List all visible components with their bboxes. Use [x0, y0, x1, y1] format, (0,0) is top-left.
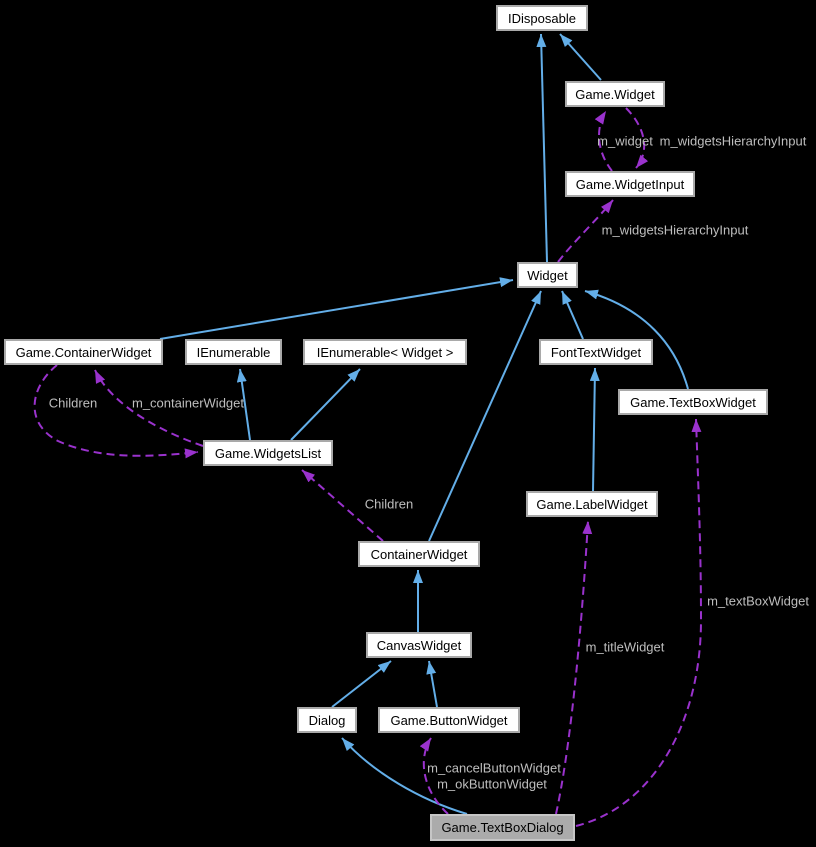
edge-children-mid [301, 469, 384, 542]
node-game-widgetinput[interactable]: Game.WidgetInput [565, 171, 695, 197]
node-game-textboxdialog[interactable]: Game.TextBoxDialog [430, 814, 575, 841]
edge-gamewidget-idisposable [559, 33, 602, 81]
edge-label-m-widgetshierarchyinput-top: m_widgetsHierarchyInput [659, 133, 807, 149]
edge-containerwidget-widget [428, 290, 542, 542]
edge-children-left [33, 364, 199, 459]
node-widget[interactable]: Widget [517, 262, 578, 288]
edge-gamewidgetslist-ienumerablewidget [290, 368, 361, 441]
edge-label-m-okbuttonwidget: m_okButtonWidget [437, 776, 547, 792]
node-game-widget[interactable]: Game.Widget [565, 81, 665, 107]
node-game-labelwidget[interactable]: Game.LabelWidget [526, 491, 658, 517]
edge-label-m-widget: m_widget [597, 133, 653, 149]
edge-dialog-canvaswidget [331, 660, 392, 708]
node-game-widgetslist[interactable]: Game.WidgetsList [203, 440, 333, 466]
node-ienumerable[interactable]: IEnumerable [185, 339, 282, 365]
edge-fonttextwidget-widget [561, 290, 584, 340]
edge-label-m-textboxwidget: m_textBoxWidget [707, 593, 809, 609]
edge-label-m-widgetshierarchyinput-mid: m_widgetsHierarchyInput [601, 222, 749, 238]
edge-mtitlewidget [555, 520, 593, 815]
edge-mcontainerwidget [94, 369, 204, 447]
edge-gametextboxwidget-widget [584, 289, 689, 390]
node-game-textboxwidget[interactable]: Game.TextBoxWidget [618, 389, 768, 415]
node-containerwidget[interactable]: ContainerWidget [358, 541, 480, 567]
node-idisposable[interactable]: IDisposable [496, 5, 588, 31]
edge-gamebuttonwidget-canvaswidget [426, 660, 438, 708]
node-game-containerwidget[interactable]: Game.ContainerWidget [4, 339, 163, 365]
node-canvaswidget[interactable]: CanvasWidget [366, 632, 472, 658]
edge-mbuttonwidgets [419, 737, 449, 815]
edge-mwidgetshierarchyinput-top [625, 107, 649, 169]
node-ienumerable-widget[interactable]: IEnumerable< Widget > [303, 339, 467, 365]
edge-gamewidgetslist-ienumerable [236, 368, 251, 441]
edge-mwidgetshierarchyinput-mid [557, 199, 614, 263]
edge-label-m-titlewidget: m_titleWidget [585, 639, 665, 655]
edge-label-children-mid: Children [364, 496, 414, 512]
edge-mwidget [594, 110, 613, 172]
edge-label-children-left: Children [48, 395, 98, 411]
node-dialog[interactable]: Dialog [297, 707, 357, 733]
edge-gametextboxdialog-dialog [341, 737, 468, 815]
edge-widget-idisposable [536, 33, 548, 263]
edge-mtextboxwidget [575, 418, 703, 827]
node-fonttextwidget[interactable]: FontTextWidget [539, 339, 653, 365]
edge-label-m-cancelbuttonwidget: m_cancelButtonWidget [427, 760, 561, 776]
node-game-buttonwidget[interactable]: Game.ButtonWidget [378, 707, 520, 733]
edge-gamecontainerwidget-widget [159, 277, 514, 340]
edge-label-m-containerwidget: m_containerWidget [132, 395, 244, 411]
edge-gamelabelwidget-fonttextwidget [589, 367, 600, 492]
